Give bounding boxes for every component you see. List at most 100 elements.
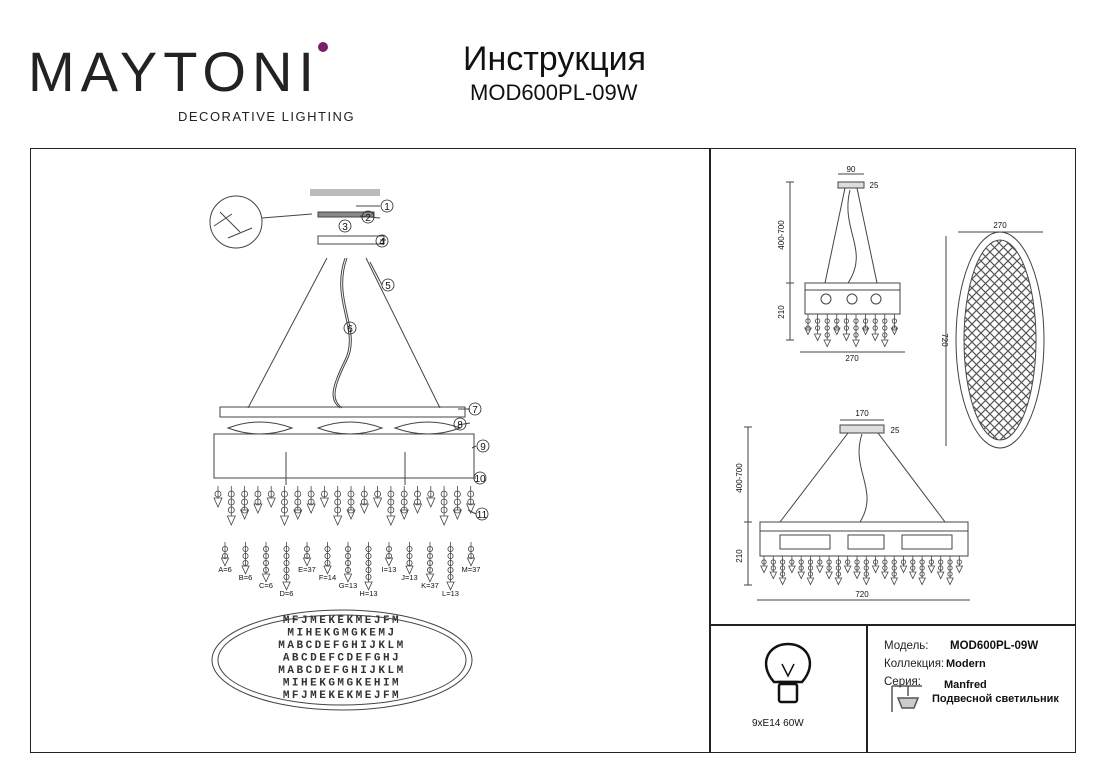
crystal-strand xyxy=(293,486,303,520)
side-dims: 90 25 400-700 210 270 xyxy=(777,165,879,363)
front-strand xyxy=(899,556,908,574)
front-strand xyxy=(927,556,936,574)
front-strand xyxy=(955,556,964,574)
crystal-type-label: J=13 xyxy=(401,573,417,582)
crystal-strand xyxy=(279,486,290,526)
crystal-type-label: G=13 xyxy=(339,581,358,590)
front-strand xyxy=(788,556,796,574)
side-strand xyxy=(832,314,841,336)
crystal-type-label: E=37 xyxy=(298,565,316,574)
callout-9: 9 xyxy=(480,442,486,453)
front-strand xyxy=(760,556,768,574)
callout-3: 3 xyxy=(342,222,348,233)
crystal-type-label: A=6 xyxy=(218,565,232,574)
crystal-strand xyxy=(372,486,383,508)
front-strand xyxy=(862,556,871,586)
logo-accent-dot xyxy=(318,42,328,52)
front-strand xyxy=(853,556,861,580)
crystal-type-label: F=14 xyxy=(319,573,336,582)
layout-row: MABCDEFGHIJKLM xyxy=(278,665,405,677)
crystal-type-10 xyxy=(425,542,435,583)
crystal-strand xyxy=(213,486,223,508)
crystal-strand xyxy=(266,486,276,508)
brand-tagline: DECORATIVE LIGHTING xyxy=(178,109,356,124)
crystal-type-0 xyxy=(220,542,230,567)
front-width: 720 xyxy=(855,590,869,599)
side-strand xyxy=(861,314,870,336)
crystal-legend: A=6B=6C=6D=6E=37F=14G=13H=13I=13J=13K=37… xyxy=(218,542,480,598)
callouts xyxy=(338,199,490,521)
crystal-strand xyxy=(412,486,423,514)
front-strand xyxy=(936,556,945,580)
series-value: Manfred xyxy=(944,679,987,691)
front-crystal-drops xyxy=(760,556,964,586)
front-strand xyxy=(806,556,815,586)
crystal-strand xyxy=(399,486,409,520)
crystal-type-label: M=37 xyxy=(462,565,481,574)
front-view xyxy=(744,419,970,601)
front-strand xyxy=(946,556,954,586)
layout-row: MABCDEFGHIJKLM xyxy=(278,640,405,652)
pendant-icon xyxy=(891,685,922,712)
crystal-layout-rows: MFJMEKEKMEJFMMIHEKGMGKEMJMABCDEFGHIJKLMA… xyxy=(278,615,405,702)
callout-10: 10 xyxy=(474,474,486,485)
crystal-type-9 xyxy=(405,542,414,575)
crystal-type-4 xyxy=(302,542,312,567)
layout-row: MIHEKGMGKEHIM xyxy=(283,678,401,690)
front-strand xyxy=(825,556,833,580)
crystal-type-label: K=37 xyxy=(421,581,439,590)
top-dims: 270 720 xyxy=(940,221,1007,347)
front-top-width: 170 xyxy=(855,409,869,418)
front-strand xyxy=(918,556,926,586)
crystal-strand xyxy=(253,486,263,514)
front-strand xyxy=(871,556,880,574)
collection-label: Коллекция: xyxy=(884,658,945,670)
side-top-width: 90 xyxy=(847,165,856,174)
crystal-strand xyxy=(386,486,396,526)
crystal-layout xyxy=(211,609,473,711)
layout-row: MFJMEKEKMEJFM xyxy=(283,615,401,627)
crystal-type-label: D=6 xyxy=(280,589,294,598)
crystal-type-11 xyxy=(446,542,455,591)
callout-4: 4 xyxy=(379,237,385,248)
crystal-type-6 xyxy=(343,542,353,583)
series-label: Серия: xyxy=(884,676,921,688)
callout-labels: 1 2 3 4 5 6 7 8 9 10 11 xyxy=(342,202,487,521)
top-width: 270 xyxy=(993,221,1007,230)
front-strand xyxy=(778,556,787,586)
crystal-type-1 xyxy=(241,542,250,575)
side-strand xyxy=(804,314,812,336)
crystal-type-label: H=13 xyxy=(359,589,377,598)
bulb-icon xyxy=(764,642,812,704)
collection-value: Modern xyxy=(946,658,986,670)
crystal-type-8 xyxy=(384,542,394,567)
side-drop: 400-700 xyxy=(777,220,786,250)
crystal-strand xyxy=(452,486,463,520)
layout-row: ABCDEFCDEFGHJ xyxy=(283,653,401,665)
type-value: Подвесной светильник xyxy=(932,693,1059,705)
top-view xyxy=(945,231,1045,449)
front-strand xyxy=(769,556,778,580)
crystal-type-label: C=6 xyxy=(259,581,273,590)
divider-spec xyxy=(866,624,868,753)
crystal-strand xyxy=(333,486,343,526)
crystal-strand xyxy=(359,486,369,514)
side-strand xyxy=(823,314,832,348)
callout-11: 11 xyxy=(477,510,488,521)
side-width: 270 xyxy=(845,354,859,363)
page-title: Инструкция xyxy=(463,40,647,78)
front-strand xyxy=(908,556,917,580)
callout-7: 7 xyxy=(472,405,478,416)
side-strand xyxy=(871,314,880,342)
crystal-strand xyxy=(239,486,250,520)
brand-logo: MAYTONI xyxy=(28,40,320,103)
callout-1: 1 xyxy=(384,202,390,213)
front-strand xyxy=(834,556,843,586)
divider-vertical xyxy=(709,148,711,753)
crystal-strand xyxy=(466,486,476,514)
layout-row: MIHEKGMGKEMJ xyxy=(287,628,396,640)
document-frame xyxy=(30,148,1076,753)
callout-5: 5 xyxy=(385,281,391,292)
layout-row: MFJMEKEKMEJFM xyxy=(283,690,401,702)
